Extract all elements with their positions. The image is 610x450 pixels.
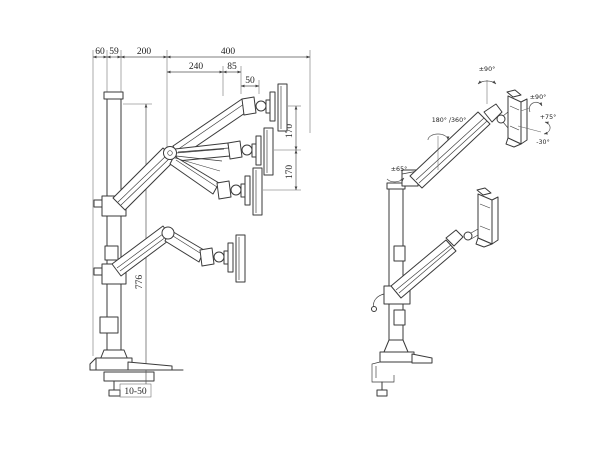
- ball-joint: [496, 114, 506, 124]
- dimension-row-2: 240 85: [166, 62, 242, 74]
- dimension-clamp-range: 10-50: [119, 370, 152, 398]
- arm-swivel-annotation: 180° /360°: [427, 116, 466, 170]
- monitor-head-right-top: [502, 89, 528, 148]
- dim-50-label: 50: [245, 76, 255, 86]
- motion-range-lines: [174, 148, 225, 172]
- plate-top-hook: [476, 187, 492, 196]
- clamp-foot: [411, 353, 433, 364]
- clamp-foot: [127, 361, 173, 371]
- vesa-bracket: [255, 135, 262, 166]
- monitor-plate: [263, 127, 274, 176]
- ball-joint: [213, 251, 225, 263]
- monitor-head-right-second: [470, 187, 499, 248]
- pole-swivel-arc-arrow: [386, 177, 405, 183]
- pole-right-view: [371, 182, 411, 343]
- monitor-head-bottom: [216, 167, 263, 216]
- ball-joint: [255, 100, 267, 112]
- dim-60-label: 60: [95, 47, 105, 57]
- vesa-bracket: [269, 91, 276, 122]
- arm-swivel-label: 180° /360°: [432, 116, 466, 124]
- lower-arm-right-view: [390, 229, 473, 299]
- pole-swivel-annotation: ±65°: [386, 165, 407, 183]
- clamp-screw-knob: [108, 389, 121, 397]
- monitor-plate: [477, 193, 493, 245]
- pole-left-view: [93, 91, 127, 351]
- elbow-joint: [163, 146, 177, 160]
- clamp-screw-knob: [376, 389, 388, 397]
- screen-rotation-label: ±90°: [530, 93, 546, 101]
- tilt-down-label: -30°: [536, 138, 549, 146]
- dim-170-upper-label: 170: [285, 124, 295, 139]
- dim-59-label: 59: [109, 47, 119, 57]
- dim-170-lower-label: 170: [285, 165, 295, 180]
- monitor-head-middle: [227, 127, 274, 176]
- clamp-hook: [371, 361, 395, 383]
- vesa-bracket: [244, 175, 251, 206]
- screen-rotation-annotation: ±90°: [520, 93, 546, 113]
- desk-clamp-right-view: [371, 339, 433, 397]
- dimension-column-height: 776: [135, 103, 148, 371]
- monitor-plate: [235, 234, 246, 283]
- dim-10-50-label: 10-50: [124, 387, 146, 397]
- plate-top-hook: [506, 89, 522, 98]
- monitor-plate: [277, 83, 288, 132]
- upper-collar-lever: [93, 199, 103, 208]
- cable-clip-lower: [393, 309, 406, 326]
- pole-base-flare: [383, 339, 409, 353]
- pole-block: [99, 316, 119, 334]
- dim-400-label: 400: [221, 47, 236, 57]
- swivel-arc-arrow: [427, 133, 450, 141]
- angle-annotations: ±90° 180° /360° ±65° ±90° +75° -: [386, 65, 556, 183]
- rotation-circle-arrow: [529, 102, 543, 113]
- clamp-body: [379, 351, 415, 363]
- lower-elbow-joint: [161, 226, 175, 240]
- dim-200-label: 200: [137, 47, 152, 57]
- plate-bottom-hook: [475, 237, 493, 248]
- pole-column: [106, 98, 122, 351]
- monitor-head-top: [241, 83, 288, 132]
- collar-lever: [373, 293, 385, 309]
- monitor-plate: [507, 95, 522, 145]
- tilt-annotation: +75° -30°: [517, 113, 556, 146]
- desk-clamp-left-view: 10-50: [89, 349, 184, 398]
- ball-joint: [230, 184, 242, 196]
- arm-position-down: [169, 155, 220, 195]
- upper-arm-right-view: [401, 103, 506, 189]
- monitor-plate: [252, 167, 263, 216]
- wrist-link: [483, 103, 503, 123]
- pole-swivel-label: ±65°: [391, 165, 407, 173]
- dim-240-label: 240: [189, 62, 204, 72]
- head-pivot-annotation: ±90°: [477, 65, 497, 104]
- tilt-arc-arrow: [543, 121, 551, 135]
- vesa-bracket: [227, 242, 234, 273]
- clamp-under-arm: [103, 371, 155, 382]
- pole-cap: [103, 91, 124, 100]
- dimension-vertical-spacing: 170 170: [285, 105, 298, 191]
- ball-joint: [463, 231, 473, 241]
- dim-776-label: 776: [135, 275, 145, 290]
- cable-clip: [104, 245, 119, 261]
- left-view: 60 59 200 400 240 85 50 170 170 776: [89, 47, 311, 398]
- right-view: ±90° 180° /360° ±65° ±90° +75° -: [371, 65, 556, 397]
- dimension-row-3: 50: [240, 76, 260, 88]
- plate-bottom-hook: [505, 137, 522, 148]
- ball-joint: [241, 144, 253, 156]
- wrist-link: [445, 229, 464, 247]
- cable-clip-upper: [393, 245, 406, 262]
- lower-arm-left-view: [111, 225, 246, 283]
- head-pivot-label: ±90°: [479, 65, 495, 73]
- dimension-chain-top: 60 59 200 400: [92, 47, 311, 59]
- tilt-up-label: +75°: [540, 113, 556, 121]
- dim-85-label: 85: [227, 62, 237, 72]
- lower-collar-lever: [93, 267, 103, 276]
- clamp-body: [95, 357, 133, 371]
